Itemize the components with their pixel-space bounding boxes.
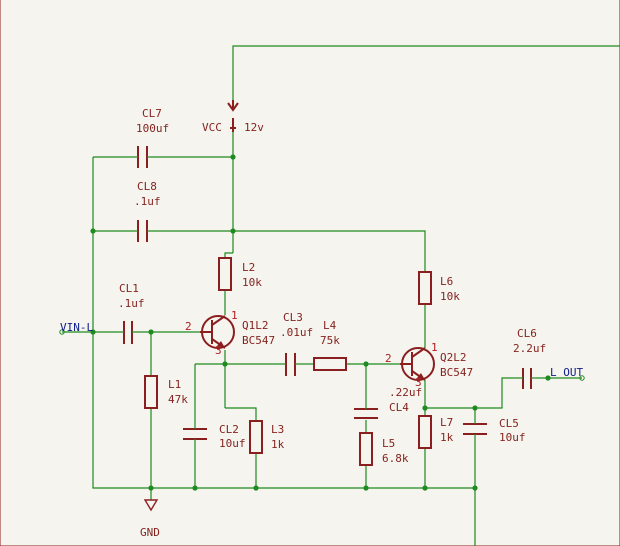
q2-ref: Q2L2 xyxy=(440,351,467,364)
transistor-q1[interactable]: 2 3 1 Q1L2 BC547 xyxy=(185,309,275,357)
cl2-ref: CL2 xyxy=(219,423,239,436)
resistor-l6[interactable]: L6 10k xyxy=(418,271,460,305)
l2-value: 10k xyxy=(242,276,262,289)
input-port[interactable] xyxy=(59,329,65,335)
q2-collector-pin: 1 xyxy=(431,341,438,354)
wire-vcc-feed[interactable] xyxy=(232,45,620,100)
output-port[interactable] xyxy=(579,375,585,381)
junction xyxy=(253,485,259,491)
cl1-ref: CL1 xyxy=(119,282,139,295)
cl4-value: .22uf xyxy=(389,386,422,399)
l6-ref: L6 xyxy=(440,275,453,288)
l1-value: 47k xyxy=(168,393,188,406)
cl8-value: .1uf xyxy=(134,195,161,208)
wire-l2-top[interactable] xyxy=(224,252,233,258)
cl7-ref: CL7 xyxy=(142,107,162,120)
wire-ground-bus[interactable] xyxy=(92,157,476,546)
junction xyxy=(472,485,478,491)
l3-ref: L3 xyxy=(271,423,284,436)
resistor-l7[interactable]: L7 1k xyxy=(418,415,454,449)
resistor-l1[interactable]: L1 47k xyxy=(144,375,188,409)
input-net-label: VIN-L xyxy=(60,321,93,334)
capacitor-cl8[interactable]: CL8 .1uf xyxy=(134,180,161,242)
cl6-ref: CL6 xyxy=(517,327,537,340)
junction xyxy=(422,485,428,491)
transistor-q2[interactable]: 2 3 1 Q2L2 BC547 xyxy=(385,341,473,389)
resistor-l5[interactable]: L5 6.8k xyxy=(359,432,409,466)
cl1-value: .1uf xyxy=(118,297,145,310)
l7-ref: L7 xyxy=(440,416,453,429)
l4-value: 75k xyxy=(320,334,340,347)
vcc-value: 12v xyxy=(244,121,264,134)
junction xyxy=(90,329,96,335)
cl6-value: 2.2uf xyxy=(513,342,546,355)
vcc-label: VCC xyxy=(202,121,222,134)
q1-value: BC547 xyxy=(242,334,275,347)
l5-ref: L5 xyxy=(382,437,395,450)
l1-ref: L1 xyxy=(168,378,181,391)
l7-value: 1k xyxy=(440,431,454,444)
q2-value: BC547 xyxy=(440,366,473,379)
junction xyxy=(148,485,154,491)
q2-emitter-pin: 3 xyxy=(415,376,422,389)
junction xyxy=(422,405,428,411)
vcc-symbol[interactable]: VCC 12v xyxy=(202,100,264,134)
gnd-label: GND xyxy=(140,526,160,539)
cl5-ref: CL5 xyxy=(499,417,519,430)
cl7-value: 100uf xyxy=(136,122,169,135)
l6-value: 10k xyxy=(440,290,460,303)
resistor-l4[interactable]: L4 75k xyxy=(313,319,347,371)
l4-ref: L4 xyxy=(323,319,337,332)
wires xyxy=(62,45,620,546)
junction xyxy=(192,485,198,491)
l3-value: 1k xyxy=(271,438,285,451)
output-net-label: L OUT xyxy=(550,366,583,379)
q1-base-pin: 2 xyxy=(185,320,192,333)
l2-ref: L2 xyxy=(242,261,255,274)
resistor-l3[interactable]: L3 1k xyxy=(249,420,285,454)
q1-collector-pin: 1 xyxy=(231,309,238,322)
junctions xyxy=(59,154,585,491)
capacitor-cl2[interactable]: CL2 10uf xyxy=(183,423,246,450)
cl4-ref: CL4 xyxy=(389,401,409,414)
cl5-value: 10uf xyxy=(499,431,526,444)
junction xyxy=(230,228,236,234)
wire-l3-top[interactable] xyxy=(225,407,257,421)
capacitor-cl1[interactable]: CL1 .1uf xyxy=(118,282,145,344)
capacitor-cl7[interactable]: CL7 100uf xyxy=(135,107,169,168)
resistor-l2[interactable]: L2 10k xyxy=(218,257,262,291)
junction xyxy=(148,329,154,335)
wire-output-node[interactable] xyxy=(475,377,518,409)
cl2-value: 10uf xyxy=(219,437,246,450)
junction xyxy=(222,361,228,367)
junction xyxy=(363,361,369,367)
q1-emitter-pin: 3 xyxy=(215,344,222,357)
junction xyxy=(363,485,369,491)
junction xyxy=(472,405,478,411)
cl8-ref: CL8 xyxy=(137,180,157,193)
gnd-symbol[interactable]: GND xyxy=(140,499,160,539)
junction xyxy=(230,154,236,160)
capacitor-cl6[interactable]: CL6 2.2uf xyxy=(513,327,546,389)
wire-cl8-right[interactable] xyxy=(150,230,426,272)
cl3-ref: CL3 xyxy=(283,311,303,324)
l5-value: 6.8k xyxy=(382,452,409,465)
q2-base-pin: 2 xyxy=(385,352,392,365)
q1-ref: Q1L2 xyxy=(242,319,269,332)
cl3-value: .01uf xyxy=(280,326,313,339)
junction xyxy=(90,228,96,234)
capacitor-cl4[interactable]: .22uf CL4 xyxy=(354,386,422,419)
junction xyxy=(545,375,551,381)
capacitor-cl5[interactable]: CL5 10uf xyxy=(463,417,526,444)
capacitor-cl3[interactable]: CL3 .01uf xyxy=(280,311,313,376)
